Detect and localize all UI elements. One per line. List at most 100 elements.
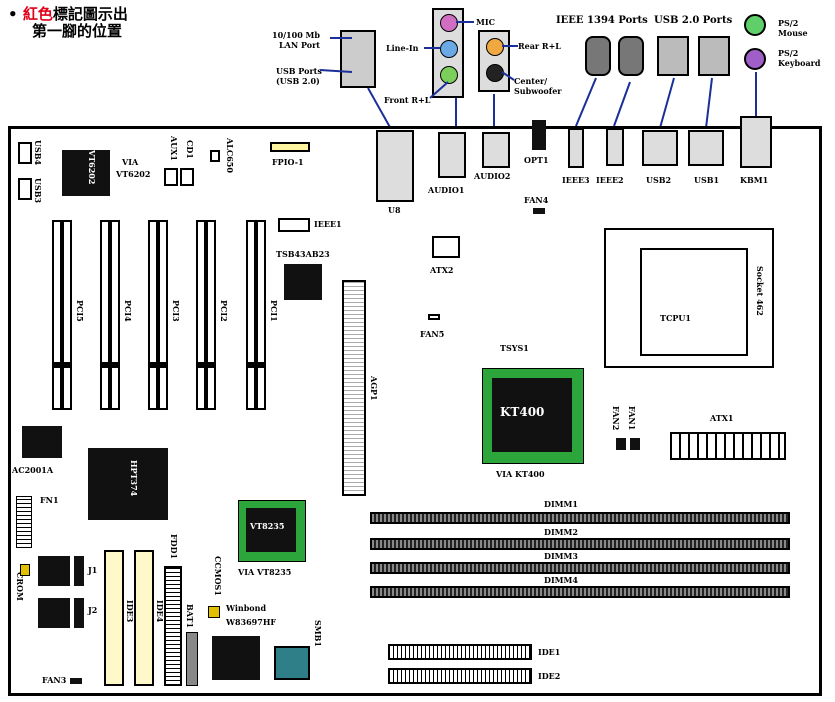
ps2-keyboard-text: PS/2	[778, 48, 799, 58]
usb-ports-text: USB Ports	[276, 66, 322, 76]
ccmos-label: CCMOS1	[213, 556, 223, 596]
usb3-header	[18, 178, 32, 200]
pci4-slot	[100, 220, 120, 410]
atx1-connector	[670, 432, 786, 460]
winbond-label: Winbond	[226, 603, 267, 613]
atx1-label: ATX1	[710, 413, 734, 423]
u8-connector	[376, 130, 414, 202]
tsb-chip	[284, 264, 322, 300]
legend-line2: 第一腳的位置	[32, 22, 123, 40]
rear-label: Rear R+L	[518, 41, 561, 51]
crom-jumper	[20, 564, 30, 576]
lan-port-text: 10/100 Mb	[272, 30, 320, 40]
pci1-slot	[246, 220, 266, 410]
ide3-label: IDE3	[125, 600, 135, 623]
ieee3-label: IEEE3	[562, 175, 590, 185]
j2-header	[74, 598, 84, 628]
kbm1-connector	[740, 116, 772, 168]
vt8235-label: VIA VT8235	[238, 567, 292, 577]
front-label: Front R+L	[384, 95, 431, 105]
fan1-label: FAN1	[627, 406, 637, 431]
opt1-connector	[532, 120, 546, 150]
bat1-label: BAT1	[185, 604, 195, 629]
usb-ports-label: USB Ports(USB 2.0)	[276, 66, 322, 86]
ieee-ports-label: IEEE 1394 Ports	[556, 15, 648, 26]
w83697-label: W83697HF	[226, 617, 277, 627]
fan5-header	[428, 314, 440, 320]
dimm3-slot	[370, 562, 790, 574]
pci3-label: PCI3	[171, 300, 181, 322]
j2-label: J2	[88, 605, 98, 615]
usb-ports-text2: (USB 2.0)	[276, 76, 320, 86]
smb-chip	[274, 646, 310, 680]
dimm4-slot	[370, 586, 790, 598]
ps2-mouse-text2: Mouse	[778, 28, 808, 38]
lan-usb-port-block	[340, 30, 376, 88]
ieee-port-right	[618, 36, 644, 76]
alc650-chip	[210, 150, 220, 162]
pci5-label: PCI5	[75, 300, 85, 322]
audio1-connector	[438, 132, 466, 178]
kt400-chip-die	[492, 378, 572, 452]
center-label: Center/Subwoofer	[514, 76, 562, 96]
dimm2-label: DIMM2	[544, 527, 578, 537]
ieee1-label: IEEE1	[314, 219, 342, 229]
usb20-port-left	[657, 36, 689, 76]
ps2-keyboard-jack	[744, 48, 766, 70]
mic-label: MIC	[476, 17, 495, 27]
fan4-header	[533, 208, 545, 214]
via-kt400-label: VIA KT400	[496, 469, 545, 479]
pci5-slot	[52, 220, 72, 410]
ide1-label: IDE1	[538, 647, 561, 657]
usb20-ports-label: USB 2.0 Ports	[654, 15, 733, 26]
hpt374-chip	[88, 448, 168, 520]
ir-header	[164, 168, 178, 186]
fan3-header	[70, 678, 82, 684]
usb20-port-right	[698, 36, 730, 76]
cpu-socket-inner	[640, 248, 748, 356]
smb1-label: SMB1	[313, 620, 323, 647]
fan5-label: FAN5	[420, 329, 445, 339]
usb1-connector	[688, 130, 724, 166]
fan3-label: FAN3	[42, 675, 67, 685]
pci3-slot	[148, 220, 168, 410]
pci4-label: PCI4	[123, 300, 133, 322]
audio2-connector	[482, 132, 510, 168]
vt8235-chip-die	[246, 508, 296, 552]
via-label: VIA	[122, 157, 139, 167]
pci2-label: PCI2	[219, 300, 229, 322]
j1-chip	[38, 556, 70, 586]
usb4-label: USB4	[33, 140, 43, 166]
vt6202-chip	[62, 150, 110, 196]
legend-bullet: •	[8, 5, 18, 23]
pci1-label: PCI1	[269, 300, 279, 322]
lan-port-text2: LAN Port	[279, 40, 320, 50]
vt8235-chip-label: VT8235	[250, 521, 285, 531]
line-in-label: Line-In	[386, 43, 419, 53]
ide2-connector	[388, 668, 532, 684]
ac2001a-chip	[22, 426, 62, 458]
cd-header	[180, 168, 194, 186]
u8-label: U8	[388, 205, 401, 215]
dimm3-label: DIMM3	[544, 551, 578, 561]
ps2-mouse-jack	[744, 14, 766, 36]
j2-chip	[38, 598, 70, 628]
ieee1-header	[278, 218, 310, 232]
atx2-connector	[432, 236, 460, 258]
audio2-label: AUDIO2	[474, 171, 511, 181]
agp-slot	[342, 280, 366, 496]
front-jack	[440, 66, 458, 84]
fdd1-label: FDD1	[169, 534, 179, 560]
fan4-label: FAN4	[524, 195, 549, 205]
tcpu-label: TCPU1	[660, 313, 691, 323]
fdd1-connector	[164, 566, 182, 686]
agp-label: AGP1	[369, 376, 379, 401]
kbm1-label: KBM1	[740, 175, 769, 185]
fpio-label: FPIO-1	[272, 157, 304, 167]
pci2-slot	[196, 220, 216, 410]
usb1-label: USB1	[694, 175, 720, 185]
tsb-label: TSB43AB23	[276, 249, 330, 259]
ide4-connector	[134, 550, 154, 686]
aux1-label: AUX1	[169, 136, 179, 161]
